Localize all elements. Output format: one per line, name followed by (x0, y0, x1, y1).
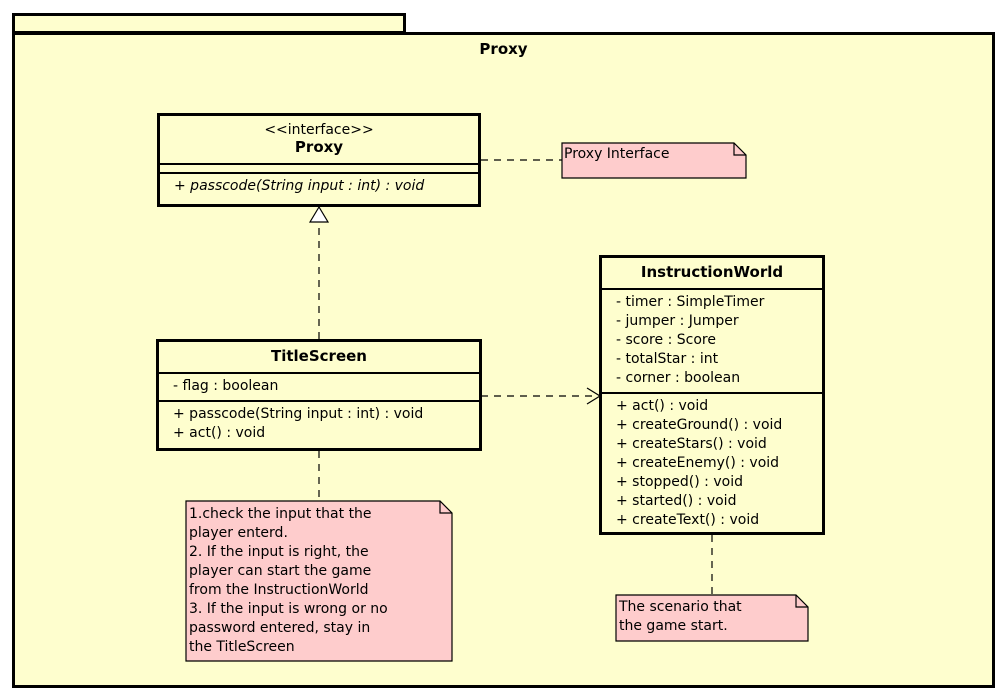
operation: + act() : void (173, 425, 266, 441)
operation: + act() : void (616, 398, 709, 414)
stereotype-label: <<interface>> (264, 122, 374, 138)
attribute: - corner : boolean (616, 370, 741, 386)
realization-arrowhead (308, 205, 330, 223)
operation: + createText() : void (616, 512, 760, 528)
attribute: - score : Score (616, 332, 716, 348)
operations-compartment: + passcode(String input : int) : void (160, 172, 478, 200)
operation: + stopped() : void (616, 474, 743, 490)
operation: + started() : void (616, 493, 737, 509)
operation: + createStars() : void (616, 436, 767, 452)
titlescreen-note-shape (185, 500, 453, 662)
attribute: - totalStar : int (616, 351, 719, 367)
operation: + createGround() : void (616, 417, 783, 433)
operation: + passcode(String input : int) : void (174, 178, 425, 194)
proxy-note-text: Proxy Interface (564, 146, 670, 162)
operation: + createEnemy() : void (616, 455, 780, 471)
attributes-compartment: - timer : SimpleTimer - jumper : Jumper … (602, 288, 822, 392)
class-name: InstructionWorld (640, 263, 784, 281)
instructionworld-note-shape (615, 594, 809, 642)
operation: + passcode(String input : int) : void (173, 406, 424, 422)
attribute: - timer : SimpleTimer (616, 294, 765, 310)
titlescreen-class: TitleScreen - flag : boolean + passcode(… (156, 339, 482, 451)
attributes-compartment: - flag : boolean (159, 372, 479, 400)
instructionworld-note-text: The scenario that the game start. (619, 599, 742, 634)
instructionworld-class: InstructionWorld - timer : SimpleTimer -… (599, 255, 825, 535)
titlescreen-note-text: 1.check the input that the player enterd… (189, 506, 388, 655)
proxy-note-shape (561, 142, 747, 179)
class-name: TitleScreen (271, 347, 367, 365)
package-name: Proxy (479, 40, 528, 58)
operations-compartment: + act() : void + createGround() : void +… (602, 392, 822, 534)
attribute: - flag : boolean (173, 378, 279, 394)
attribute: - jumper : Jumper (616, 313, 739, 329)
operations-compartment: + passcode(String input : int) : void + … (159, 400, 479, 447)
class-name: Proxy (294, 138, 344, 156)
proxy-interface-class: <<interface>> Proxy + passcode(String in… (157, 113, 481, 207)
